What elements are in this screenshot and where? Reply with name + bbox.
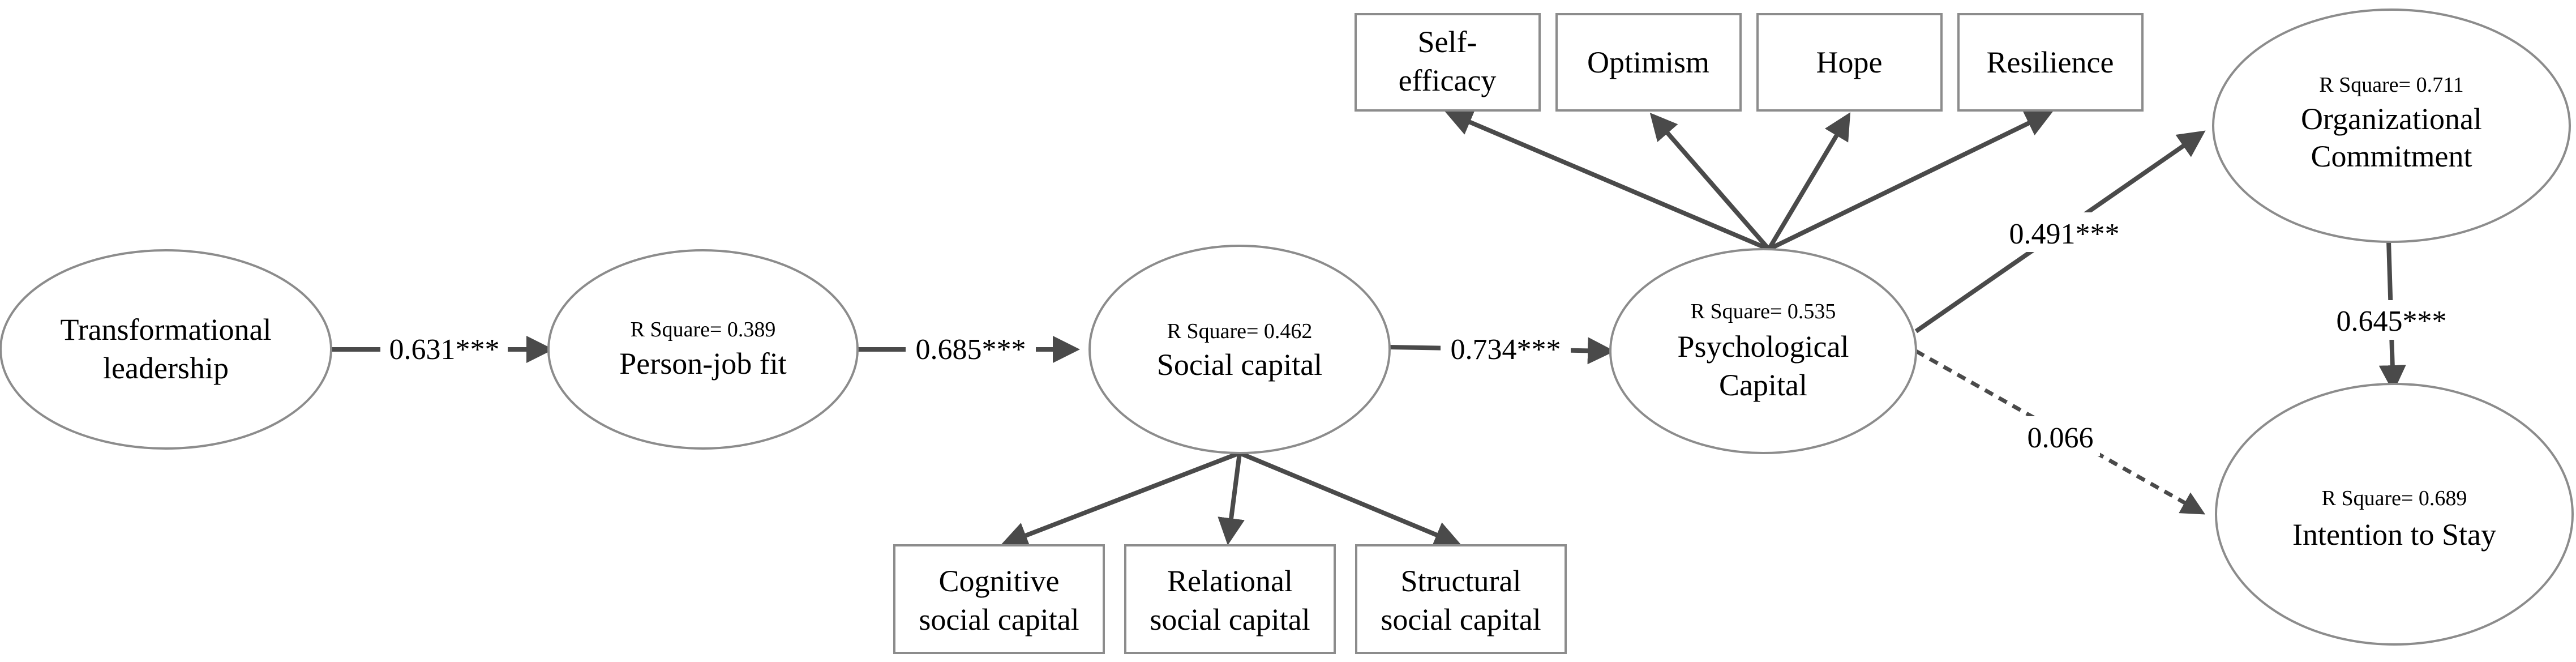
svg-text:Organizational: Organizational xyxy=(2301,102,2482,136)
svg-text:Structural: Structural xyxy=(1401,564,1521,598)
edge-pc-to-hope xyxy=(1767,112,1851,251)
svg-text:R Square= 0.462: R Square= 0.462 xyxy=(1167,319,1313,343)
coef-tl-to-pjf: 0.631*** xyxy=(380,328,508,368)
node-relational-social-capital: Relational social capital xyxy=(1124,544,1336,654)
svg-text:Psychological: Psychological xyxy=(1678,330,1849,364)
edge-pc-to-resilience xyxy=(1768,110,2054,251)
coef-pjf-to-sc: 0.685*** xyxy=(906,328,1036,368)
edge-pc-to-optimism xyxy=(1649,112,1771,251)
svg-text:social capital: social capital xyxy=(1381,603,1541,637)
node-person-job-fit: R Square= 0.389 Person-job fit xyxy=(547,249,859,450)
svg-text:Social capital: Social capital xyxy=(1157,348,1322,382)
svg-text:R Square= 0.389: R Square= 0.389 xyxy=(631,318,776,341)
svg-text:Hope: Hope xyxy=(1816,45,1883,79)
svg-text:R Square= 0.535: R Square= 0.535 xyxy=(1691,300,1836,323)
edge-pc-to-self-efficacy xyxy=(1445,109,1770,251)
svg-text:0.491***: 0.491*** xyxy=(2009,218,2120,250)
svg-text:Resilience: Resilience xyxy=(1987,45,2114,79)
coef-sc-to-pc: 0.734*** xyxy=(1441,328,1571,368)
svg-text:Intention to Stay: Intention to Stay xyxy=(2292,518,2496,552)
svg-text:Transformational: Transformational xyxy=(61,313,272,347)
svg-text:efficacy: efficacy xyxy=(1399,63,1497,97)
svg-text:R Square= 0.711: R Square= 0.711 xyxy=(2319,73,2463,97)
svg-text:leadership: leadership xyxy=(103,351,229,385)
svg-text:0.066: 0.066 xyxy=(2028,422,2094,454)
svg-text:social capital: social capital xyxy=(919,603,1079,637)
node-social-capital: R Square= 0.462 Social capital xyxy=(1088,245,1391,454)
svg-text:0.734***: 0.734*** xyxy=(1451,334,1561,366)
svg-text:0.685***: 0.685*** xyxy=(916,334,1026,366)
svg-text:Person-job fit: Person-job fit xyxy=(619,347,786,381)
node-optimism: Optimism xyxy=(1555,13,1742,112)
node-organizational-commitment: R Square= 0.711 Organizational Commitmen… xyxy=(2212,8,2571,243)
coef-oc-to-its: 0.645*** xyxy=(2326,300,2457,340)
svg-text:Cognitive: Cognitive xyxy=(939,564,1060,598)
svg-text:social capital: social capital xyxy=(1150,603,1310,637)
svg-text:R Square= 0.689: R Square= 0.689 xyxy=(2322,486,2467,510)
svg-text:Self-: Self- xyxy=(1418,25,1477,59)
node-structural-social-capital: Structural social capital xyxy=(1355,544,1567,654)
edge-sc-to-relational xyxy=(1218,452,1245,545)
svg-text:Commitment: Commitment xyxy=(2311,139,2472,173)
coef-pc-to-its: 0.066 xyxy=(2021,416,2100,456)
node-transformational-leadership: Transformational leadership xyxy=(0,249,332,450)
node-resilience: Resilience xyxy=(1957,13,2144,112)
node-cognitive-social-capital: Cognitive social capital xyxy=(893,544,1105,654)
node-self-efficacy: Self- efficacy xyxy=(1355,13,1541,112)
node-hope: Hope xyxy=(1756,13,1943,112)
edge-sc-to-structural xyxy=(1238,451,1462,548)
edge-sc-to-cognitive xyxy=(1000,451,1241,549)
svg-text:0.645***: 0.645*** xyxy=(2337,305,2447,338)
node-intention-to-stay: R Square= 0.689 Intention to Stay xyxy=(2215,383,2574,646)
node-psychological-capital: R Square= 0.535 Psychological Capital xyxy=(1609,248,1917,454)
svg-text:Relational: Relational xyxy=(1167,564,1293,598)
svg-text:0.631***: 0.631*** xyxy=(389,334,500,366)
coef-pc-to-oc: 0.491*** xyxy=(2001,212,2128,252)
svg-text:Optimism: Optimism xyxy=(1587,45,1709,79)
svg-text:Capital: Capital xyxy=(1719,368,1807,402)
